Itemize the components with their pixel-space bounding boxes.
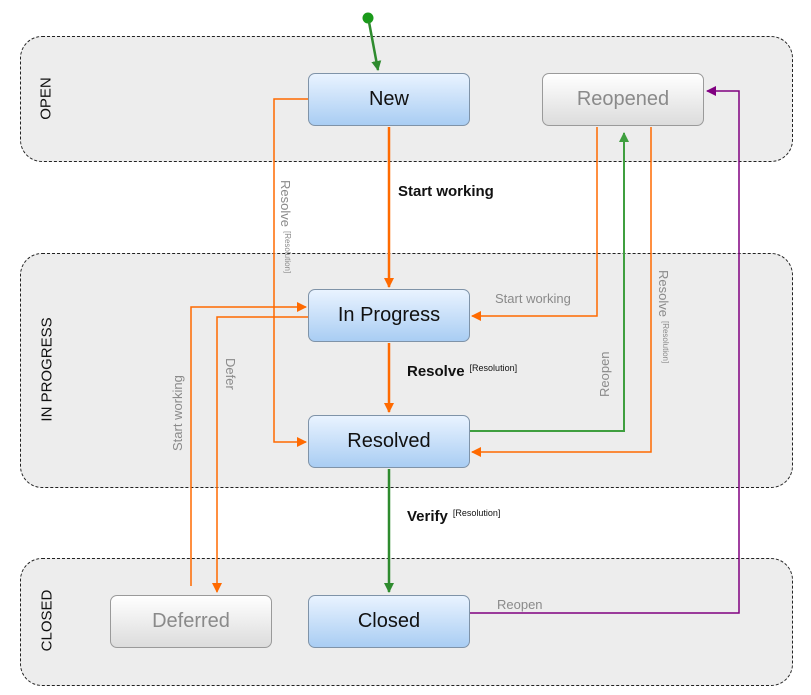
arrow-new-to-resolved xyxy=(273,98,308,447)
label-start-working-main: Start working xyxy=(398,183,494,200)
state-new-label: New xyxy=(368,88,409,110)
label-verify: Verify[Resolution] xyxy=(407,508,500,525)
state-closed[interactable]: Closed xyxy=(308,595,470,648)
label-resolve-from-new: Resolve[Resolution] xyxy=(278,180,293,273)
state-resolved-label: Resolved xyxy=(347,430,431,452)
state-resolved[interactable]: Resolved xyxy=(308,415,470,468)
state-deferred[interactable]: Deferred xyxy=(110,595,272,648)
arrow-in-progress-to-deferred xyxy=(212,316,308,593)
state-new[interactable]: New xyxy=(308,73,470,126)
state-deferred-label: Deferred xyxy=(152,610,230,632)
label-resolve-from-reopened: Resolve[Resolution] xyxy=(656,270,671,363)
state-in-progress-label: In Progress xyxy=(337,304,441,326)
label-start-working-from-deferred: Start working xyxy=(170,375,185,451)
label-start-working-from-reopened: Start working xyxy=(495,291,571,306)
arrow-reopened-to-in-progress xyxy=(471,127,598,321)
label-reopen-from-closed: Reopen xyxy=(497,597,543,612)
arrow-deferred-to-in-progress xyxy=(190,302,307,586)
arrow-resolved-to-reopened xyxy=(470,132,629,432)
arrow-closed-to-reopened xyxy=(470,86,740,614)
arrow-reopened-to-resolved xyxy=(471,127,652,457)
label-defer: Defer xyxy=(223,358,238,390)
state-reopened-label: Reopened xyxy=(576,88,670,110)
state-closed-label: Closed xyxy=(357,610,421,632)
label-resolve-main: Resolve[Resolution] xyxy=(407,363,517,380)
label-reopen-from-resolved: Reopen xyxy=(597,351,612,397)
state-in-progress[interactable]: In Progress xyxy=(308,289,470,342)
state-reopened[interactable]: Reopened xyxy=(542,73,704,126)
arrow-start-to-new xyxy=(367,21,382,71)
start-node xyxy=(362,12,374,24)
